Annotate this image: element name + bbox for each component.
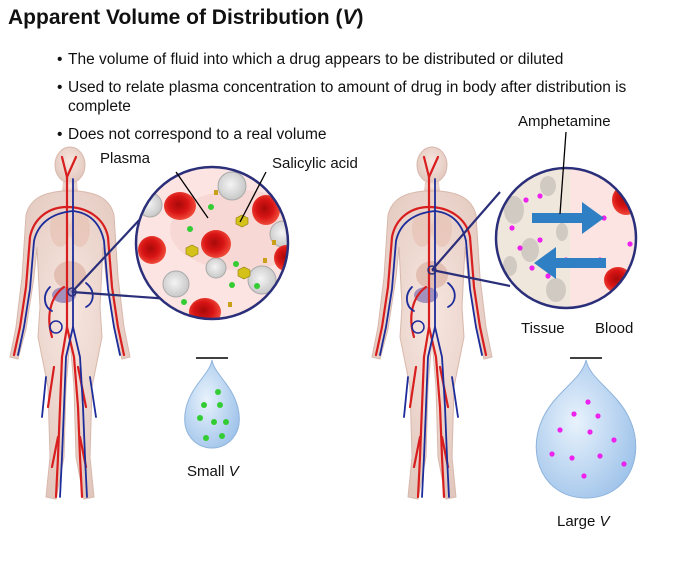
- small-particle: [214, 190, 276, 307]
- small-volume-flask: [184, 357, 240, 449]
- zoom-lines-right: [431, 191, 511, 288]
- amphetamine-pointer-line: [559, 131, 567, 215]
- human-body-illustration-left: [8, 145, 132, 501]
- zoom-origin-right: [427, 265, 437, 275]
- plasma-pointer-line: [175, 171, 209, 219]
- large-volume-label: Large V: [557, 513, 610, 530]
- salicylic-acid-molecule: [185, 214, 251, 280]
- plasma-label: Plasma: [100, 150, 151, 167]
- drug-molecule-dots: [181, 204, 260, 305]
- bullet-item: The volume of fluid into which a drug ap…: [57, 50, 678, 69]
- page-title: Apparent Volume of Distribution (V): [8, 6, 364, 29]
- large-volume-flask: [535, 357, 637, 499]
- salicylic-acid-label: Salicylic acid: [272, 155, 358, 172]
- white-blood-cell: [137, 171, 288, 298]
- drug-molecule-dots: [197, 389, 229, 441]
- bullet-item: Does not correspond to a real volume: [57, 125, 678, 144]
- magnifier-ring-right: [494, 166, 638, 310]
- magnifier-ring-left: [134, 165, 290, 321]
- human-body-illustration-right: [370, 145, 494, 501]
- arrow-blood-to-tissue: [534, 247, 606, 279]
- drug-molecule-dots: [549, 399, 627, 479]
- arrow-tissue-to-blood: [532, 202, 604, 234]
- bullet-list: The volume of fluid into which a drug ap…: [57, 50, 678, 153]
- plasma-magnifier: [136, 167, 288, 319]
- salicylic-pointer-line: [239, 171, 267, 223]
- tissue-blood-magnifier: [496, 168, 636, 308]
- bullet-item: Used to relate plasma concentration to a…: [57, 78, 678, 116]
- small-volume-label: Small V: [187, 463, 239, 480]
- red-blood-cell: [138, 192, 288, 319]
- zoom-origin-left: [67, 287, 77, 297]
- blood-label: Blood: [595, 320, 634, 337]
- tissue-cell: [503, 176, 568, 302]
- amphetamine-label: Amphetamine: [518, 113, 611, 130]
- tissue-label: Tissue: [521, 320, 565, 337]
